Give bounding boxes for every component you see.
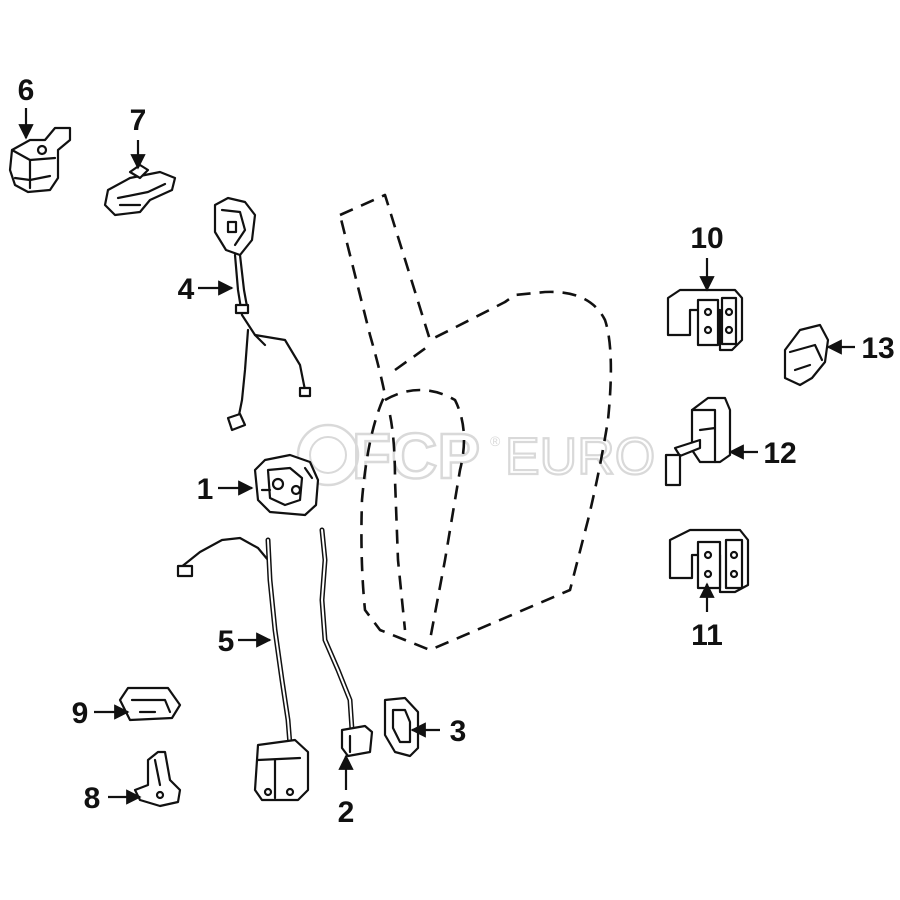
part-1-door-latch xyxy=(253,453,320,517)
callout-7: 7 xyxy=(130,104,147,137)
part-12-door-check xyxy=(664,396,732,487)
part-4-lock-actuator-harness xyxy=(213,196,312,432)
callout-9: 9 xyxy=(72,697,89,730)
watermark-brand: FCP xyxy=(352,420,480,492)
part-2-release-cable xyxy=(319,527,374,758)
part-7-inside-handle xyxy=(103,163,177,217)
part-3-handle-bezel xyxy=(383,696,420,758)
callout-1: 1 xyxy=(197,473,214,506)
part-10-upper-hinge xyxy=(666,288,744,352)
callout-10: 10 xyxy=(690,222,723,255)
part-9-door-striker xyxy=(118,686,182,722)
callout-2: 2 xyxy=(338,796,355,829)
callout-arrows xyxy=(18,108,855,805)
callout-5: 5 xyxy=(218,625,235,658)
callout-13: 13 xyxy=(861,332,894,365)
callout-4: 4 xyxy=(178,273,195,306)
door-outline xyxy=(338,193,613,652)
watermark-suffix: EURO xyxy=(505,428,655,486)
part-5-release-cable-module xyxy=(176,536,310,802)
part-13-door-bumper xyxy=(783,323,830,387)
watermark-registered-mark: ® xyxy=(490,433,501,449)
callout-labels: 6 7 4 1 5 2 3 9 8 10 11 12 13 xyxy=(18,74,895,829)
part-11-lower-hinge xyxy=(668,528,750,594)
callout-12: 12 xyxy=(763,437,796,470)
part-6-hinge-bracket xyxy=(8,126,72,194)
callout-8: 8 xyxy=(84,782,101,815)
callout-6: 6 xyxy=(18,74,35,107)
part-8-bracket xyxy=(133,750,182,808)
watermark-logo: FCP ® EURO xyxy=(296,419,656,493)
callout-11: 11 xyxy=(691,619,723,652)
callout-3: 3 xyxy=(450,715,467,748)
